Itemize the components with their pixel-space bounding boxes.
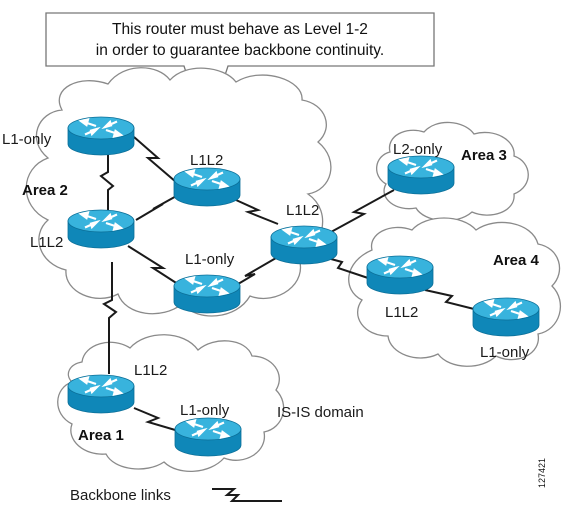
label-area1-right: L1-only (180, 402, 230, 419)
label-area4-right: L1-only (480, 344, 530, 361)
router-center-top (172, 166, 242, 208)
router-area3 (386, 154, 456, 196)
router-area4-left (365, 254, 435, 296)
label-area3: L2-only (393, 141, 443, 158)
router-area1-top (66, 373, 136, 415)
label-area2-top: L1-only (2, 131, 52, 148)
figure-number: 127421 (537, 458, 547, 488)
label-area2-mid: L1L2 (30, 234, 63, 251)
link-centerbottom-core (232, 257, 277, 288)
area-2-label: Area 2 (22, 182, 68, 199)
label-center-bottom: L1-only (185, 251, 235, 268)
router-area4-right (471, 296, 541, 338)
legend: Backbone links (70, 487, 282, 504)
router-center-bottom (172, 273, 242, 315)
label-area1-top: L1L2 (134, 362, 167, 379)
link-a2mid-centerbottom (127, 245, 185, 289)
link-a2top-centertop (133, 136, 184, 189)
callout-line-1: This router must behave as Level 1-2 (112, 21, 368, 38)
callout: This router must behave as Level 1-2 in … (45, 12, 435, 136)
link-a2mid-a1top (102, 262, 118, 374)
area-4-label: Area 4 (493, 252, 540, 269)
router-area2-mid (66, 208, 136, 250)
label-core: L1L2 (286, 202, 319, 219)
link-a1top-a1right (133, 407, 183, 433)
area-1-label: Area 1 (78, 427, 124, 444)
link-centertop-core (235, 199, 279, 225)
area-3-label: Area 3 (461, 147, 507, 164)
router-area1-right (173, 416, 243, 458)
legend-backbone-label: Backbone links (70, 487, 171, 504)
label-area4-left: L1L2 (385, 304, 418, 321)
link-a2mid-centertop (135, 193, 181, 221)
label-center-top: L1L2 (190, 152, 223, 169)
link-core-a3 (330, 189, 395, 233)
callout-line-2: in order to guarantee backbone continuit… (96, 42, 384, 59)
domain-label: IS-IS domain (277, 404, 364, 421)
router-core (269, 224, 339, 266)
link-a2top-a2mid (99, 148, 115, 211)
legend-backbone-line (212, 488, 282, 502)
router-area2-top (66, 115, 136, 157)
link-a4left-a4right (424, 289, 479, 311)
